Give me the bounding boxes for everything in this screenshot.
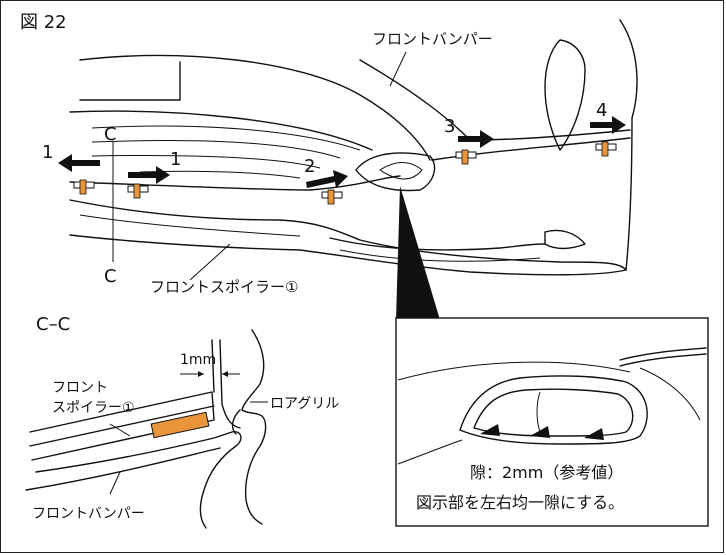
label-front-bumper-top: フロントバンパー: [372, 30, 493, 48]
step-number-1b: 1: [170, 149, 181, 170]
arrow-step-2: [306, 170, 348, 188]
detail-gap-note: 隙：2mm（参考値）: [470, 463, 623, 482]
arrow-step-1-left: [58, 154, 100, 172]
label-front-spoiler: フロントスポイラー①: [150, 278, 298, 296]
section-letter-bottom: C: [104, 266, 117, 287]
label-lower-grille: ロアグリル: [270, 396, 339, 412]
arrow-step-4: [590, 116, 626, 134]
tape-section: [150, 411, 210, 439]
section-cc: C–C 1mm ロアグリル フロント スポイラー① フロントバンパー: [25, 314, 339, 529]
detail-instruction: 図示部を左右均一隙にする。: [416, 493, 624, 512]
label-spoiler-line1: フロント: [52, 380, 108, 396]
arrow-step-1-right: [128, 166, 170, 184]
section-letter-top: C: [104, 124, 117, 145]
section-title: C–C: [36, 314, 70, 335]
leader-front-spoiler: [189, 243, 231, 281]
section-line: C C: [104, 124, 117, 287]
step-number-3: 3: [444, 116, 455, 137]
step-arrows: [58, 116, 626, 188]
detail-pointer: [396, 186, 440, 320]
step-number-4: 4: [596, 100, 607, 121]
bumper-view: [69, 19, 638, 276]
arrow-step-3: [458, 130, 494, 148]
leader-front-bumper: [389, 51, 407, 87]
step-number-1a: 1: [42, 142, 53, 163]
label-gap-1mm: 1mm: [180, 352, 216, 368]
step-number-2: 2: [304, 156, 315, 177]
detail-box: 隙：2mm（参考値） 図示部を左右均一隙にする。: [395, 317, 709, 527]
figure-label: 図 22: [20, 12, 67, 33]
label-spoiler-line2: スポイラー①: [52, 400, 135, 416]
label-front-bumper-bottom: フロントバンパー: [32, 506, 145, 522]
tape-markers: [73, 141, 617, 205]
